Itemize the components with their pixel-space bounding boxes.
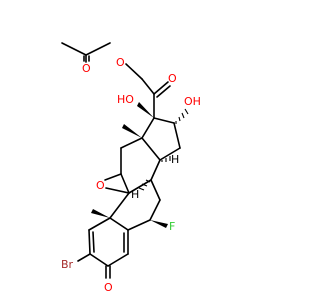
fluorine-label: F	[169, 220, 175, 233]
bond-c7-c6	[149, 199, 161, 221]
bond-c11-c9	[120, 173, 130, 194]
bond-c14-c13	[141, 137, 161, 161]
c17-hydroxyl-label: HO	[117, 93, 134, 106]
bond-c17-c16	[153, 117, 175, 124]
c20-carbonyl-oxygen-label: O	[168, 72, 177, 85]
bond-c11-epoxide-o	[104, 173, 122, 181]
bond-c5-c10	[109, 217, 129, 231]
bond-c9-epoxide-o	[105, 187, 130, 194]
molecule-structure-diagram: O O O HO OH O F Br O H H	[61, 42, 201, 294]
c17-oh-wedge-bond	[137, 102, 154, 118]
c16-oh-hash-bond	[175, 108, 189, 124]
bond-ester-o-ch2	[125, 63, 143, 80]
bond-c9-c8	[128, 179, 152, 194]
bond-c2-br	[77, 253, 91, 262]
acetyl-carbonyl-oxygen-label: O	[82, 62, 91, 75]
c10-methyl-wedge-bond	[91, 209, 110, 218]
bond-c20-o-double-b	[156, 85, 171, 98]
c14-h-hash-bond	[161, 156, 171, 162]
c8-h-hash-bond	[138, 179, 151, 191]
bond-c1-c2-double	[92, 231, 95, 253]
c3-ketone-oxygen-label: O	[104, 281, 113, 294]
epoxide-oxygen-label: O	[96, 179, 105, 192]
bond-acetyl-methyl	[61, 42, 87, 56]
bromine-label: Br	[61, 258, 74, 271]
c16-hydroxyl-label: OH	[184, 95, 201, 108]
bond-c8-c7	[150, 179, 161, 201]
bond-ch2-c20	[141, 78, 155, 95]
ester-oxygen-label: O	[116, 56, 125, 69]
bond-acetyl-co	[85, 42, 111, 56]
bond-c8-c14	[150, 159, 161, 181]
c13-methyl-wedge-bond	[122, 124, 142, 138]
bond-c2-c3	[89, 253, 109, 267]
bond-c10-c1	[88, 217, 111, 231]
c6-fluoro-wedge-bond	[150, 220, 168, 228]
bond-c16-c15	[173, 122, 181, 149]
bond-c20-o-double-a	[153, 81, 169, 95]
bond-c3-c4	[107, 253, 129, 267]
structure-svg: O O O HO OH O F Br O H H	[61, 42, 201, 294]
bond-c13-c17	[141, 117, 155, 139]
c14-hydrogen-label: H	[171, 153, 179, 166]
bond-c13-c12	[120, 137, 143, 149]
bond-c1-c2	[88, 229, 91, 255]
bond-c10-c9	[109, 192, 130, 219]
c8-hydrogen-label: H	[131, 188, 139, 201]
bond-c15-c14	[159, 147, 181, 161]
bond-c6-c5	[127, 219, 151, 231]
